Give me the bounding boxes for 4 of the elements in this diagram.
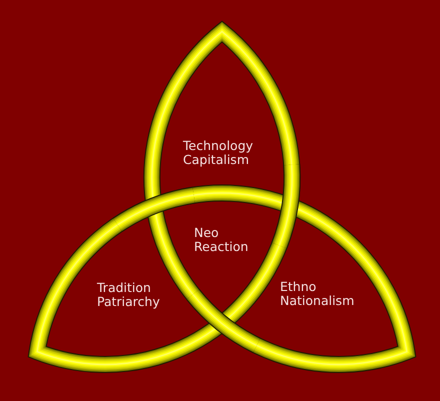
region-label: Technology Capitalism	[183, 139, 254, 167]
region-label: Tradition Patriarchy	[97, 281, 160, 309]
region-label: Ethno Nationalism	[280, 280, 354, 308]
region-label: Neo Reaction	[194, 226, 248, 254]
